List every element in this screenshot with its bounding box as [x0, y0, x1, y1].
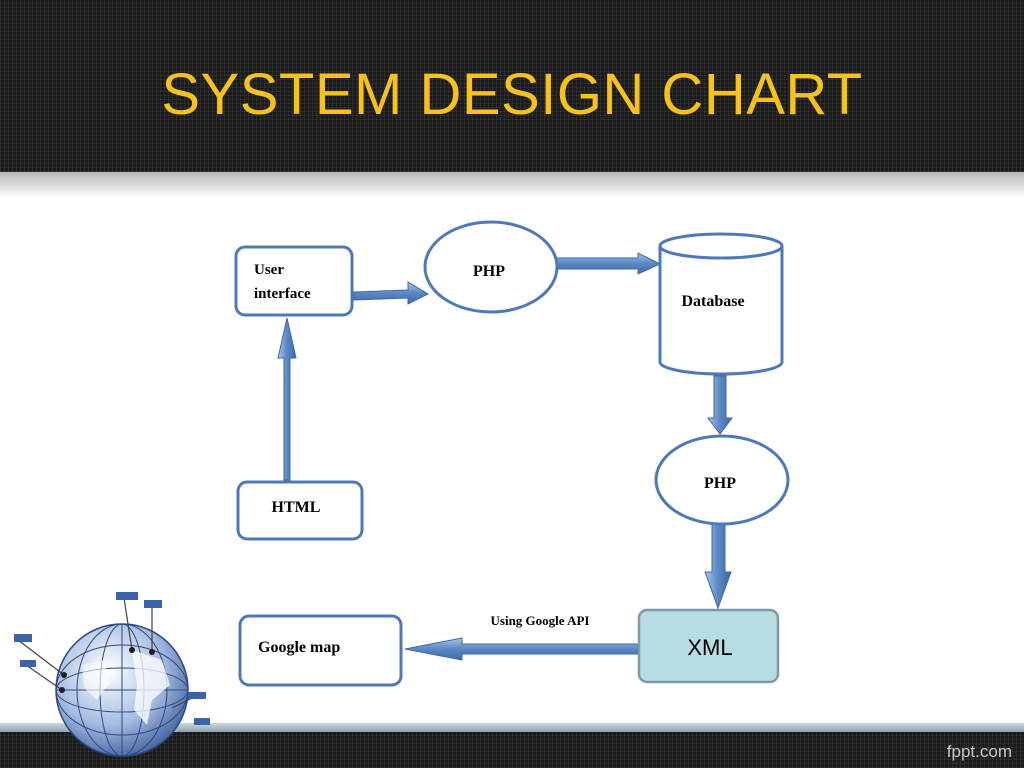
svg-text:HTML: HTML: [272, 499, 321, 516]
header-shadow: [0, 172, 1024, 198]
svg-text:PHP: PHP: [473, 263, 505, 280]
svg-text:interface: interface: [254, 286, 311, 302]
node-xml: XML: [637, 608, 780, 684]
watermark-text: fppt.com: [946, 742, 1012, 761]
svg-text:XML: XML: [687, 635, 732, 660]
node-php-bottom: PHP: [654, 434, 790, 526]
slide-title: SYSTEM DESIGN CHART: [161, 62, 863, 127]
globe-icon: [14, 592, 210, 757]
node-php-top: PHP: [423, 220, 559, 314]
node-google-map: Google map: [238, 614, 403, 687]
edge-html-to-user-interface: [277, 317, 297, 481]
header-bar: [0, 0, 1024, 172]
edge-database-to-php: [707, 375, 733, 435]
edge-user-interface-to-php: [353, 281, 430, 305]
svg-text:User: User: [254, 262, 284, 278]
edge-label-using-google-api: Using Google API: [491, 613, 590, 628]
footer-band: [0, 723, 1024, 732]
node-html: HTML: [236, 480, 364, 541]
svg-text:PHP: PHP: [704, 475, 736, 492]
svg-text:Google map: Google map: [258, 639, 340, 656]
footer-bar: [0, 732, 1024, 768]
node-user-interface: User interface: [234, 245, 354, 317]
edge-xml-to-google-map: [404, 637, 639, 661]
node-database: Database: [658, 232, 784, 376]
edge-php-to-database: [556, 252, 662, 275]
edge-php-to-xml: [704, 523, 732, 610]
svg-text:Database: Database: [681, 293, 744, 310]
